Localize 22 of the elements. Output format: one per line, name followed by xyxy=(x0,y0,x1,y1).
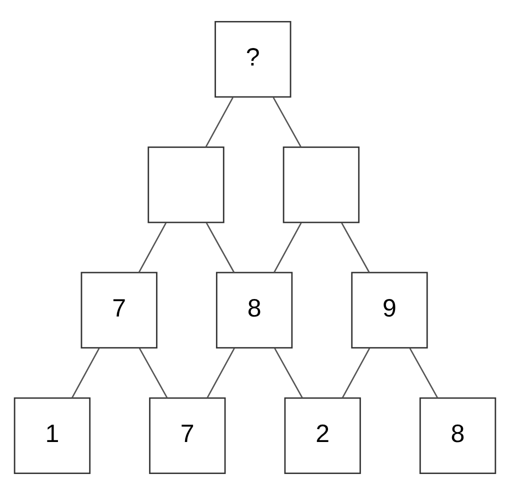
connector xyxy=(204,97,233,148)
node-box: 7 xyxy=(80,272,157,349)
node-box: 8 xyxy=(418,397,496,474)
node-box: 2 xyxy=(284,397,360,474)
node-box: 9 xyxy=(350,272,428,349)
connector xyxy=(70,348,100,398)
connector xyxy=(273,222,302,273)
connector xyxy=(138,348,168,398)
connector xyxy=(206,348,234,398)
node-box xyxy=(282,146,360,224)
node-box: 7 xyxy=(148,397,226,474)
node-box xyxy=(147,146,224,224)
connector xyxy=(340,222,370,273)
connector xyxy=(138,222,166,273)
node-box: ? xyxy=(214,21,291,98)
connector xyxy=(274,348,302,398)
node-box: 1 xyxy=(13,397,90,474)
connector xyxy=(272,97,302,148)
connector xyxy=(341,348,370,398)
node-box: 8 xyxy=(215,272,292,349)
connector xyxy=(408,348,438,398)
connector xyxy=(205,222,234,273)
